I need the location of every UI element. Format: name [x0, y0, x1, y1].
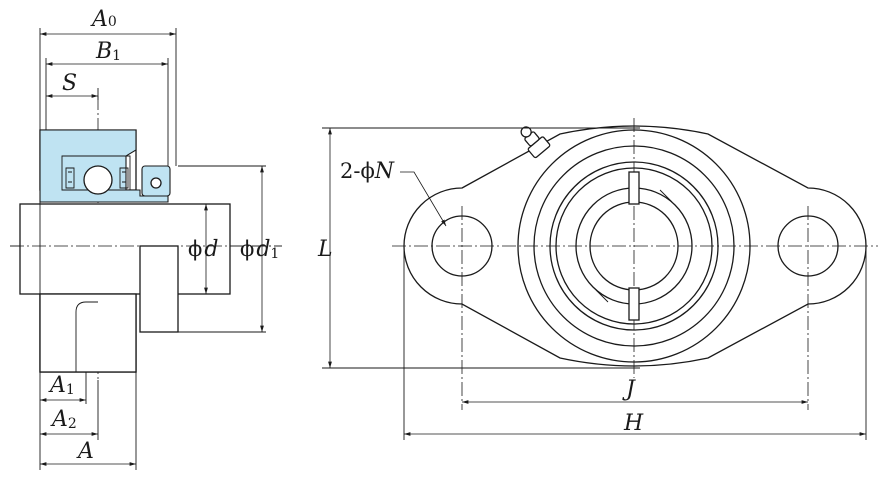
housing-boss: [517, 129, 751, 363]
leader-N: [400, 171, 447, 227]
shaft: [19, 203, 231, 295]
bearing-ball: [83, 165, 113, 195]
label-H: H: [623, 411, 644, 436]
label-B1: B1: [95, 39, 121, 64]
seal-right: [119, 167, 129, 189]
lock-slot-bottom: [628, 287, 640, 321]
label-A: A: [76, 439, 94, 464]
bearing-outer-ring: [61, 155, 131, 191]
side-view: A0 B1 S ϕd ϕd1 A1 A2 A: [10, 7, 282, 470]
bearing-outer: [549, 161, 719, 331]
seal-left: [65, 167, 75, 189]
bearing-insert: [39, 129, 169, 203]
lock-slot-top: [628, 171, 640, 205]
housing-boss-inner: [533, 145, 735, 347]
label-phi-d1: ϕd1: [240, 237, 279, 262]
front-view: L 2-ϕN J H: [317, 118, 878, 440]
inner-ring-extension: [139, 245, 179, 333]
label-J: J: [622, 377, 636, 402]
grease-nipple: [520, 126, 551, 159]
label-phi-d: ϕd: [188, 237, 218, 262]
bearing-outer-2: [555, 167, 713, 325]
set-screw-icon: [150, 177, 162, 189]
label-A1: A1: [48, 373, 75, 398]
label-S: S: [62, 71, 77, 96]
label-L: L: [317, 237, 333, 262]
label-N: 2-ϕN: [340, 159, 395, 184]
inner-ring-slit: [595, 189, 673, 303]
mounting-slot-outline: [75, 301, 98, 372]
label-A0: A0: [90, 7, 117, 32]
label-A2: A2: [50, 407, 77, 432]
housing-hub: [39, 293, 137, 373]
